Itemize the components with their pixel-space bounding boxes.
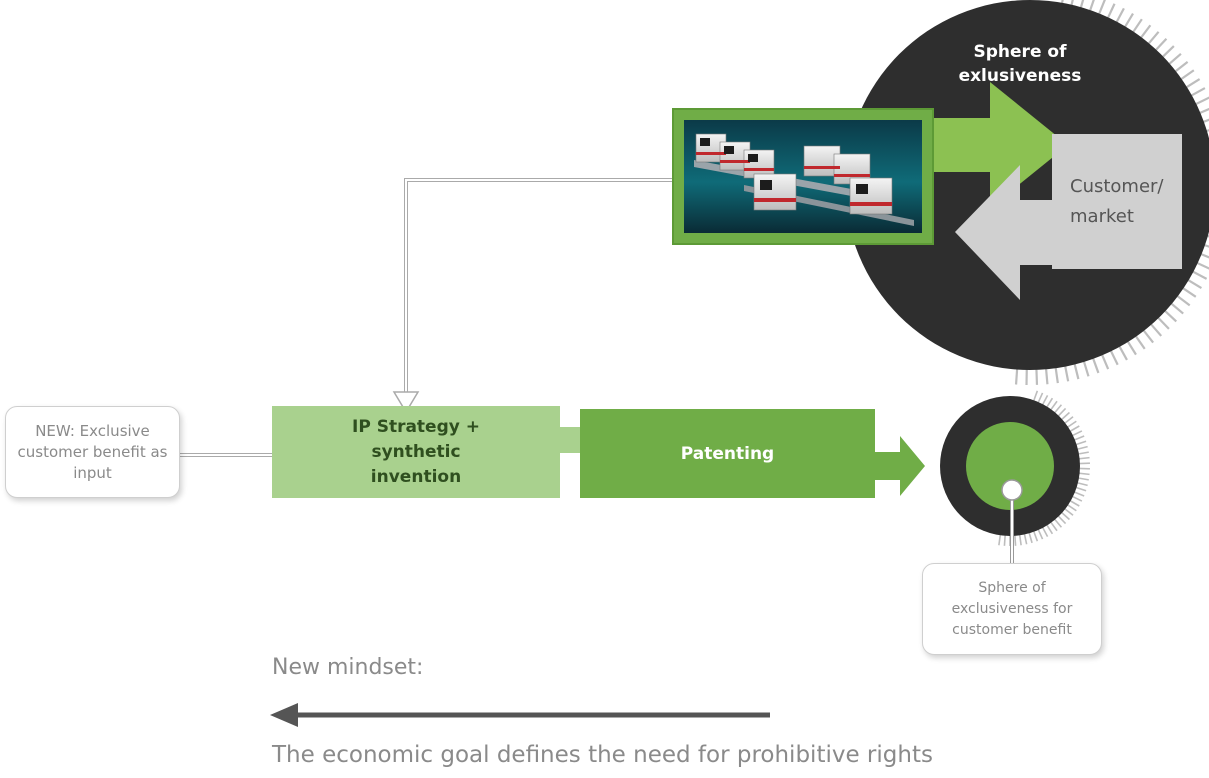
input-label-box: NEW: Exclusive customer benefit as input	[5, 406, 180, 498]
mindset-heading: New mindset:	[272, 655, 424, 680]
feedback-arrowhead	[392, 391, 420, 414]
gray-arrow-from-market	[955, 165, 1060, 300]
customer-market-label: Customer/ market	[1070, 176, 1164, 227]
arrow-patenting-to-sphere	[875, 436, 925, 496]
customer-market-box: Customer/ market	[1052, 134, 1182, 269]
sphere-title: Sphere of exlusiveness	[958, 42, 1082, 86]
mindset-statement: The economic goal defines the need for p…	[272, 742, 933, 768]
small-sphere-core	[966, 422, 1054, 510]
ip-strategy-label: IP Strategy + synthetic invention	[352, 416, 480, 487]
patenting-label: Patenting	[680, 443, 775, 464]
feedback-line	[404, 178, 672, 400]
small-sphere-label-box: Sphere of exclusiveness for customer ben…	[922, 563, 1102, 655]
large-sphere	[845, 0, 1209, 370]
small-sphere-label-text: Sphere of exclusiveness for customer ben…	[951, 579, 1073, 638]
ip-strategy-box: IP Strategy + synthetic invention	[272, 406, 560, 498]
small-sphere-dot	[1001, 479, 1023, 501]
mindset-arrow-head	[270, 703, 298, 727]
factory-image-frame	[672, 108, 934, 245]
patenting-box: Patenting	[580, 409, 875, 498]
green-arrow-to-market	[920, 82, 1068, 208]
input-label-text: NEW: Exclusive customer benefit as input	[17, 421, 168, 482]
factory-image	[684, 120, 922, 233]
